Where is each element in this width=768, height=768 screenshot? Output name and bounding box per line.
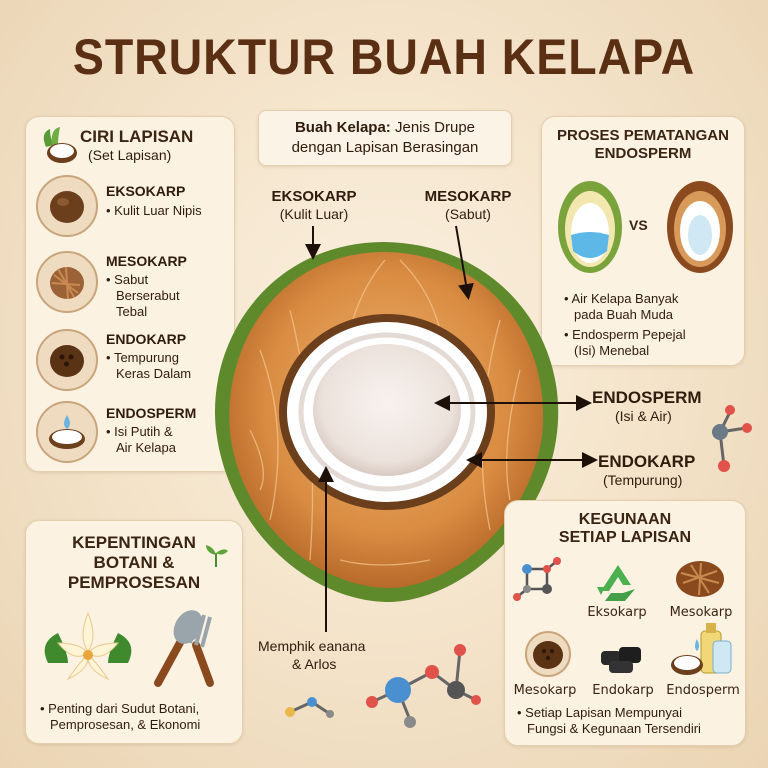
label-endocarp-sub: (Tempurung) (603, 472, 683, 488)
recycle-icon (597, 565, 635, 601)
use-label-mesocarp-2: Mesokarp (513, 683, 577, 698)
ripening-title-1: PROSES PEMATANGAN (557, 127, 729, 144)
label-endocarp: ENDOKARP (598, 452, 696, 471)
use-label-endosperm: Endosperm (666, 683, 740, 698)
mesocarp-icon (36, 251, 98, 313)
uses-panel: KEGUNAAN SETIAP LAPISAN Eksokarp Mesokar… (504, 500, 746, 746)
layer-name-endosperm: ENDOSPERM (106, 405, 197, 421)
ripening-point-2b: (Isi) Menebal (574, 343, 650, 358)
layer-desc-mesocarp-3: Tebal (116, 304, 148, 319)
layer-desc-endosperm-1: Isi Putih & (114, 424, 173, 439)
flower-icon (44, 611, 132, 681)
coconut-cross-section (214, 242, 559, 602)
oil-bottle-icon (671, 623, 732, 675)
layer-desc-mesocarp-2: Berserabut (116, 288, 180, 303)
layer-name-mesocarp: MESOKARP (106, 253, 187, 269)
layers-panel-subtitle: (Set Lapisan) (88, 147, 172, 163)
charcoal-icon (601, 647, 641, 673)
molecule-icon-right (712, 405, 752, 472)
label-mesocarp: MESOKARP (424, 188, 512, 205)
ripening-point-2a: Endosperm Pepejal (572, 327, 686, 342)
shell-icon (525, 631, 571, 677)
drupe-info-rest: Jenis Drupe (390, 119, 476, 136)
endosperm-cavity (313, 344, 461, 476)
ripening-panel: PROSES PEMATANGAN ENDOSPERM VS • Air Kel… (541, 116, 745, 366)
layer-desc-endocarp-2: Keras Dalam (116, 366, 192, 381)
label-mesocarp-sub: (Sabut) (445, 206, 491, 222)
layers-panel: CIRI LAPISAN (Set Lapisan) EKSOKARP • Ku… (25, 116, 235, 472)
layer-desc-endocarp-1: Tempurung (113, 350, 179, 365)
ripening-point-1b: pada Buah Muda (574, 307, 674, 322)
drupe-info-line2: dengan Lapisan Berasingan (291, 139, 479, 156)
uses-point-2: Fungsi & Kegunaan Tersendiri (527, 721, 701, 736)
label-bottom-1: Memphik eanana (258, 638, 366, 654)
importance-title-2: BOTANI & (93, 553, 175, 572)
uses-title-1: KEGUNAAN (578, 511, 672, 528)
coconut-half-icon (43, 127, 77, 163)
layer-desc-exocarp: Kulit Luar Nipis (114, 203, 202, 218)
importance-point-1: Penting dari Sudut Botani, (48, 701, 200, 716)
husk-icon (676, 561, 724, 597)
layer-desc-mesocarp-1: Sabut (114, 272, 149, 287)
label-endosperm-sub: (Isi & Air) (615, 408, 672, 424)
sprout-icon (206, 545, 228, 567)
layer-name-endocarp: ENDOKARP (106, 331, 187, 347)
importance-point-2: Pemprosesan, & Ekonomi (50, 717, 201, 732)
drupe-info-bold: Buah Kelapa: (294, 119, 391, 136)
drupe-info-box: Buah Kelapa: Jenis Drupe dengan Lapisan … (258, 110, 512, 166)
use-label-endocarp: Endokarp (592, 683, 654, 698)
layer-name-exocarp: EKSOKARP (106, 183, 186, 199)
molecule-icon-small (513, 557, 561, 601)
spoon-fork-icon (154, 610, 214, 687)
ripening-point-1a: Air Kelapa Banyak (571, 291, 679, 306)
layer-desc-endosperm-2: Air Kelapa (116, 440, 176, 455)
page-title: STRUKTUR BUAH KELAPA (72, 29, 696, 85)
endocarp-icon (36, 329, 98, 391)
importance-title-3: PEMPROSESAN (67, 573, 201, 592)
endosperm-icon (36, 401, 98, 463)
label-endosperm: ENDOSPERM (592, 388, 702, 407)
label-bottom-2: & Arlos (292, 656, 337, 672)
use-label-mesocarp: Mesokarp (669, 605, 733, 620)
label-exocarp-sub: (Kulit Luar) (279, 206, 349, 222)
molecule-icon-bottom (285, 644, 481, 728)
importance-panel: KEPENTINGAN BOTANI & PEMPROSESAN • Penti… (25, 520, 243, 744)
ripening-title-2: ENDOSPERM (594, 145, 692, 162)
vs-label: VS (629, 217, 648, 233)
exocarp-icon (36, 175, 98, 237)
layers-panel-title: CIRI LAPISAN (80, 127, 194, 146)
label-exocarp: EKSOKARP (271, 188, 357, 205)
importance-title-1: KEPENTINGAN (72, 533, 196, 552)
uses-title-2: SETIAP LAPISAN (558, 529, 692, 546)
uses-point-1: Setiap Lapisan Mempunyai (525, 705, 682, 720)
use-label-exocarp: Eksokarp (587, 605, 647, 620)
young-vs-mature-icon (558, 181, 733, 273)
